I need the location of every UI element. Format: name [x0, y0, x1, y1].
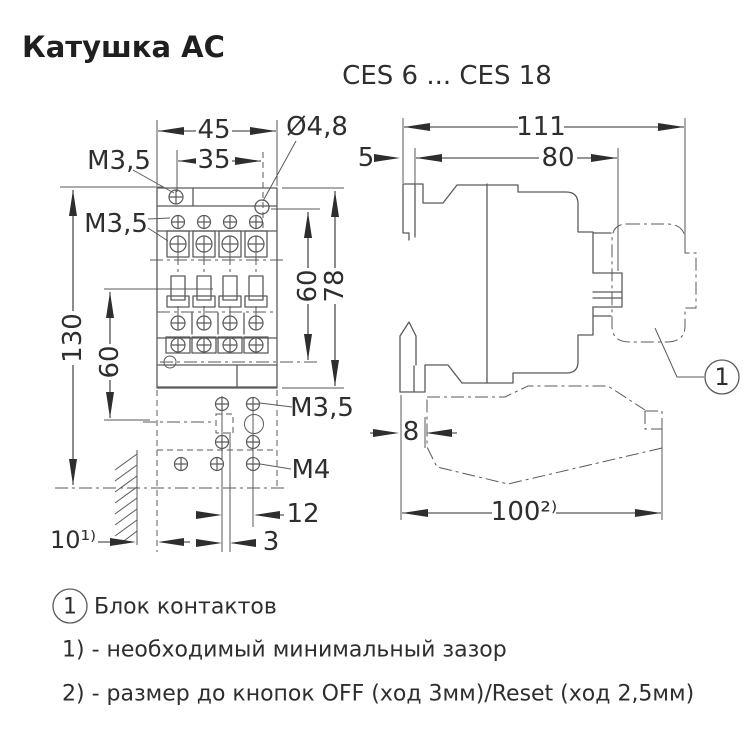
lower-region-dashed — [156, 152, 278, 552]
dim-10-label: 10¹⁾ — [50, 526, 96, 554]
dimension-80: 80 — [416, 143, 619, 271]
dim-12-label: 12 — [286, 499, 319, 529]
label-m35-coil: M3,5 — [259, 393, 354, 423]
front-centerlines — [55, 252, 318, 489]
front-body-outline — [156, 187, 278, 389]
dimension-60-left: 60 — [95, 288, 213, 421]
legend-callout-number: 1 — [63, 595, 77, 620]
pole-windows — [166, 275, 268, 308]
lower-construction-lines — [221, 396, 254, 552]
m35-top-text: M3,5 — [87, 146, 151, 176]
dimension-78: 78 — [282, 187, 350, 389]
mounting-hole-top-right — [254, 199, 270, 215]
m35-terminals-text: M3,5 — [84, 209, 148, 239]
dimension-60-right: 60 — [271, 208, 323, 360]
side-view: 1 111 5 80 — [358, 112, 740, 527]
front-view: 45 35 Ø4,8 M3,5 M3,5 — [50, 112, 354, 557]
dim-5-label: 5 — [358, 143, 375, 173]
dia-4-8-text: Ø4,8 — [286, 112, 348, 142]
coil-window-circle — [244, 414, 264, 434]
dim-78-label: 78 — [320, 269, 350, 302]
coil-terminal-block — [592, 272, 623, 308]
dim-45-label: 45 — [197, 115, 230, 145]
dim-60-left-label: 60 — [95, 345, 125, 378]
dimension-3: 3 — [196, 527, 279, 557]
release-bracket-outline — [426, 385, 663, 485]
legend-note-2: 2) - размер до кнопок OFF (ход 3мм)/Rese… — [62, 682, 694, 707]
page-title: Катушка АС — [22, 30, 225, 64]
dimension-111: 111 — [402, 112, 686, 253]
dim-111-label: 111 — [516, 112, 566, 142]
dim-35-label: 35 — [197, 145, 230, 175]
label-m35-top: M3,5 — [87, 146, 175, 194]
label-dia-4-8: Ø4,8 — [262, 112, 348, 202]
mounting-wall-hatch — [114, 450, 138, 545]
lower-terminal-row — [165, 312, 269, 354]
dim-3-label: 3 — [263, 527, 280, 557]
label-m4: M4 — [259, 455, 331, 485]
dim-60-right-label: 60 — [293, 269, 323, 302]
dim-130-label: 130 — [58, 313, 88, 363]
legend: 1 Блок контактов 1) - необходимый минима… — [52, 588, 694, 707]
legend-callout-row: 1 Блок контактов — [52, 588, 277, 624]
dimension-5: 5 — [358, 143, 416, 202]
dimension-130: 130 — [58, 186, 163, 485]
dimension-100: 100²⁾ — [402, 431, 663, 527]
dim-80-label: 80 — [541, 143, 574, 173]
contact-block-outline — [611, 223, 697, 343]
m35-coil-text: M3,5 — [290, 393, 354, 423]
legend-callout-label: Блок контактов — [94, 595, 277, 620]
mounting-hole-lower-left — [163, 355, 177, 369]
m4-text: M4 — [292, 455, 331, 485]
label-m35-terminals: M3,5 — [84, 209, 171, 242]
dimension-35: 35 — [176, 145, 261, 192]
dim-8-label: 8 — [403, 417, 420, 447]
callout-1: 1 — [654, 327, 740, 395]
dimension-12: 12 — [196, 499, 320, 529]
callout-1-number: 1 — [714, 363, 729, 391]
front-screws — [168, 189, 265, 472]
model-range-label: CES 6 ... CES 18 — [342, 61, 552, 91]
side-body-outline — [399, 183, 612, 393]
legend-note-1: 1) - необходимый минимальный зазор — [62, 638, 507, 663]
dim-100-label: 100²⁾ — [491, 497, 557, 527]
terminal-boxes — [166, 230, 268, 258]
dimension-8: 8 — [370, 395, 457, 520]
dimension-10: 10¹⁾ — [50, 526, 190, 554]
